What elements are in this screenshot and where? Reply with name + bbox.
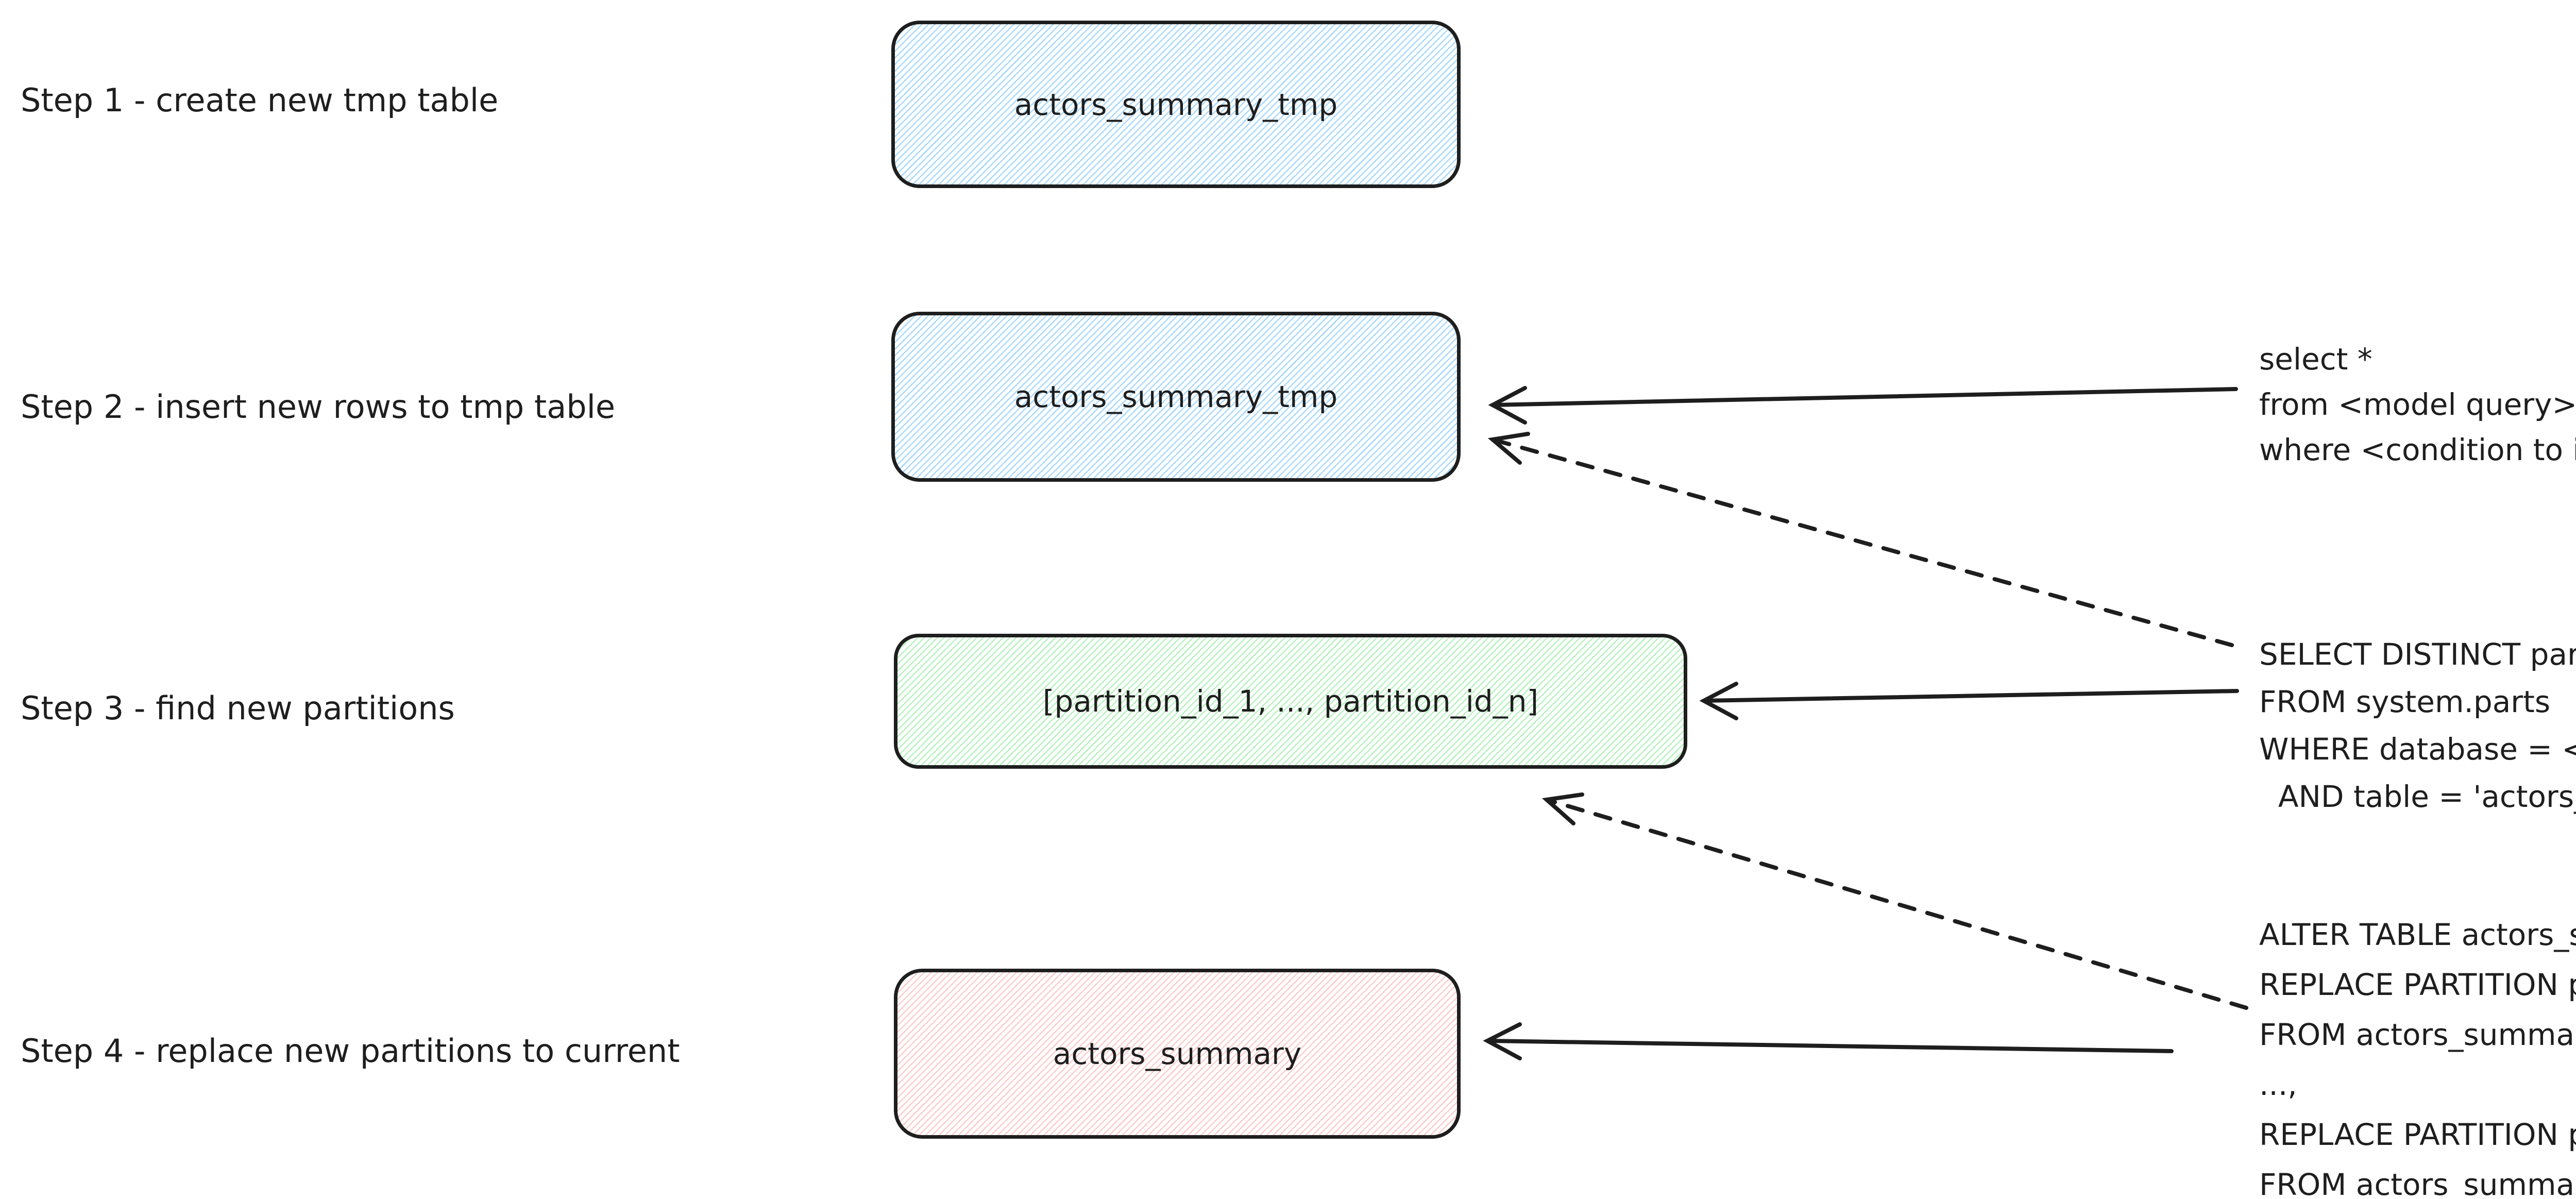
arrow-step3-code-to-tmp-box-dashed <box>1487 432 2234 647</box>
step3-partitions-box-label: [partition_id_1, ..., partition_id_n] <box>1042 684 1539 719</box>
step3-sql-code: SELECT DISTINCT partition_id FROM system… <box>2259 637 2576 814</box>
arrow-step4-code-to-current-box <box>1483 1022 2174 1060</box>
step2-label: Step 2 - insert new rows to tmp table <box>21 388 615 426</box>
arrow-step3-code-to-partitions-box <box>1699 682 2239 720</box>
step1-label: Step 1 - create new tmp table <box>21 81 499 119</box>
step4-label: Step 4 - replace new partitions to curre… <box>21 1032 680 1070</box>
arrow-step2-code-to-tmp-box <box>1488 386 2238 425</box>
step2-tmp-table-box-label: actors_summary_tmp <box>1014 379 1338 414</box>
step1-tmp-table-box: actors_summary_tmp <box>891 21 1461 188</box>
step4-sql-code: ALTER TABLE actors_summary REPLACE PARTI… <box>2259 917 2576 1199</box>
step4-current-table-box-label: actors_summary <box>1053 1036 1302 1071</box>
step3-label: Step 3 - find new partitions <box>21 689 455 727</box>
step2-sql-code: select * from <model query> where <condi… <box>2259 342 2576 467</box>
step4-current-table-box: actors_summary <box>894 969 1461 1139</box>
step1-tmp-table-box-label: actors_summary_tmp <box>1014 87 1338 122</box>
step2-tmp-table-box: actors_summary_tmp <box>891 312 1461 482</box>
step3-partitions-box: [partition_id_1, ..., partition_id_n] <box>894 634 1687 769</box>
arrow-step4-code-to-partitions-box-dashed <box>1541 792 2248 1010</box>
